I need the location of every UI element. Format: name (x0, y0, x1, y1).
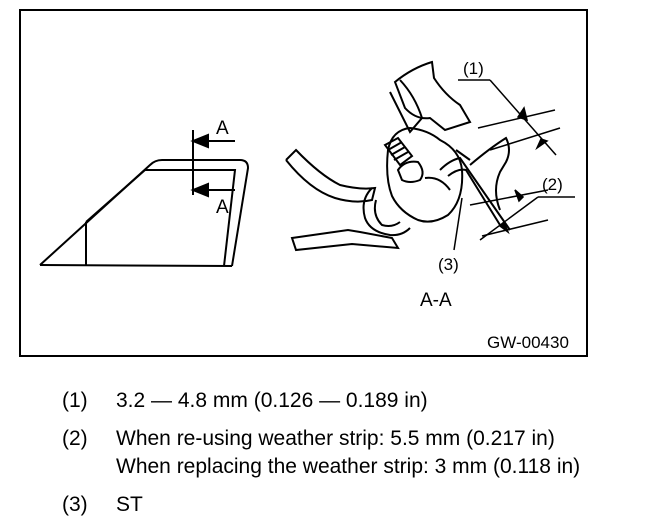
window-glass-view (39, 159, 250, 267)
legend-text: ST (116, 493, 143, 516)
legend-text: When re-using weather strip: 5.5 mm (0.2… (116, 427, 555, 450)
callout-2: (2) (542, 175, 563, 194)
section-arrow-label-bottom: A (216, 197, 229, 218)
callout-1: (1) (463, 59, 484, 78)
dimension-lines (453, 79, 575, 251)
figure-frame (19, 9, 588, 357)
legend-num: (2) (62, 427, 88, 450)
weather-strip-diagram: A A (19, 9, 588, 357)
weather-strip-section (285, 60, 511, 252)
legend-num: (1) (62, 389, 88, 412)
callout-3: (3) (438, 255, 459, 274)
legend-text: When replacing the weather strip: 3 mm (… (116, 455, 581, 478)
legend-text: 3.2 — 4.8 mm (0.126 — 0.189 in) (116, 389, 428, 412)
section-view-label: A-A (420, 290, 452, 311)
legend-num: (3) (62, 493, 88, 516)
section-cut-line (190, 130, 235, 198)
figure-id-label: GW-00430 (487, 333, 569, 352)
section-arrow-label-top: A (216, 118, 229, 139)
